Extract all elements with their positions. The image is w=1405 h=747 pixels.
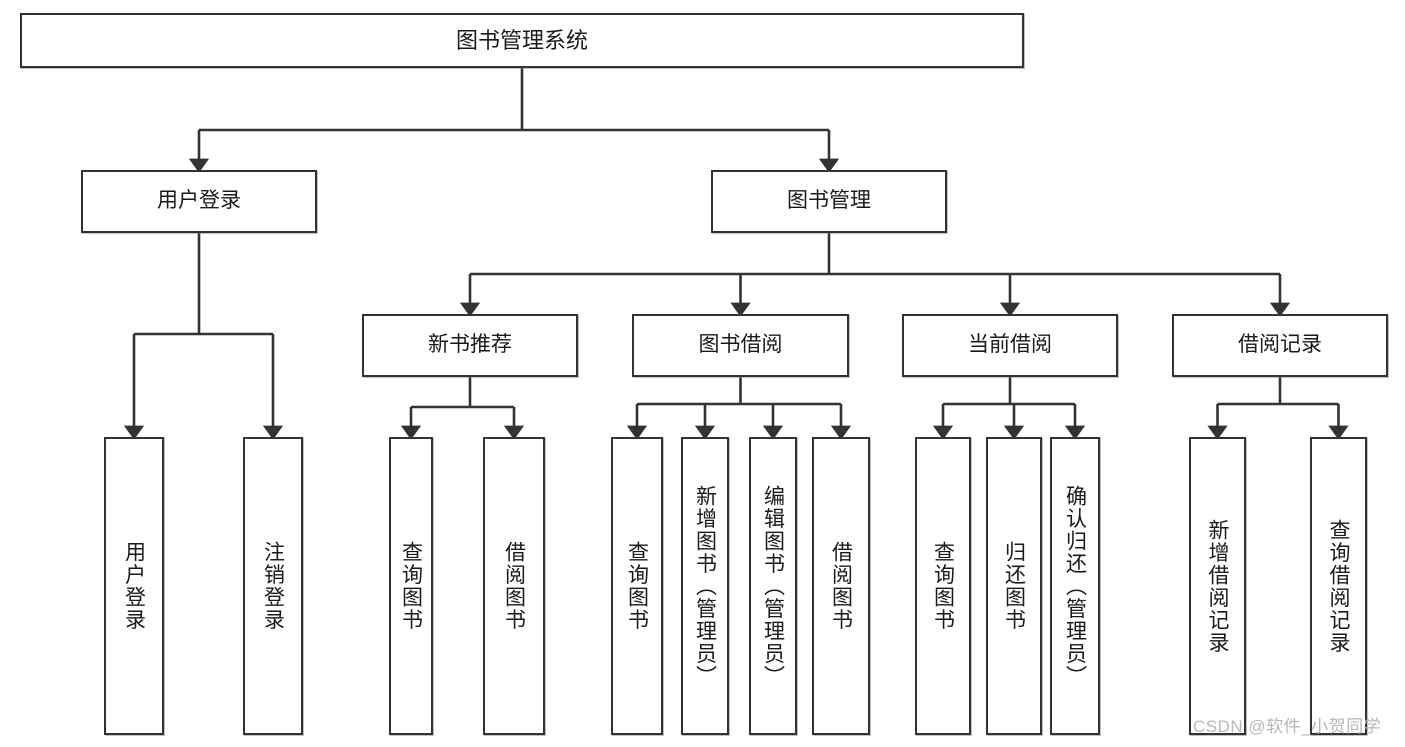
node-label: 借阅图书 [829, 541, 853, 631]
node-label: 查询借阅记录 [1327, 518, 1350, 654]
node-leaf-add-record[interactable]: 新增借阅记录 [1189, 437, 1246, 735]
node-label: 查询图书 [399, 541, 423, 631]
node-leaf-logout[interactable]: 注销登录 [243, 437, 303, 735]
node-bookmgmt[interactable]: 图书管理 [711, 170, 947, 233]
node-label: 用户登录 [122, 541, 146, 631]
node-label: 用户登录 [157, 189, 241, 213]
node-label: 归还图书 [1002, 541, 1026, 631]
node-label: 新增图书（管理员） [693, 484, 717, 688]
node-leaf-confirm[interactable]: 确认归还（管理员） [1050, 437, 1100, 735]
node-label: 图书管理系统 [455, 27, 588, 53]
node-leaf-query-3[interactable]: 查询图书 [915, 437, 971, 735]
node-label: 当前借阅 [968, 333, 1052, 357]
node-label: 新书推荐 [428, 333, 512, 357]
node-leaf-borrow-2[interactable]: 借阅图书 [812, 437, 870, 735]
node-label: 确认归还（管理员） [1063, 484, 1087, 688]
node-records[interactable]: 借阅记录 [1172, 314, 1388, 377]
node-leaf-query-1[interactable]: 查询图书 [389, 437, 433, 735]
node-label: 编辑图书（管理员） [761, 484, 785, 688]
connector-lines [123, 68, 1349, 440]
node-root[interactable]: 图书管理系统 [20, 13, 1024, 68]
node-login[interactable]: 用户登录 [81, 170, 317, 233]
node-label: 查询图书 [931, 541, 955, 631]
node-leaf-login[interactable]: 用户登录 [104, 437, 164, 735]
node-label: 借阅记录 [1238, 333, 1322, 357]
node-label: 注销登录 [261, 541, 285, 631]
node-label: 图书管理 [787, 189, 871, 213]
node-leaf-borrow-1[interactable]: 借阅图书 [483, 437, 545, 735]
node-newbook[interactable]: 新书推荐 [362, 314, 578, 377]
node-label: 图书借阅 [698, 333, 783, 357]
node-label: 查询图书 [625, 541, 649, 631]
node-label: 新增借阅记录 [1206, 518, 1229, 654]
node-leaf-add-book[interactable]: 新增图书（管理员） [681, 437, 729, 735]
node-label: 借阅图书 [502, 541, 526, 631]
node-current[interactable]: 当前借阅 [902, 314, 1118, 377]
node-leaf-query-2[interactable]: 查询图书 [611, 437, 663, 735]
node-borrow[interactable]: 图书借阅 [632, 314, 849, 377]
node-leaf-edit-book[interactable]: 编辑图书（管理员） [749, 437, 797, 735]
node-leaf-query-record[interactable]: 查询借阅记录 [1310, 437, 1367, 735]
node-leaf-return[interactable]: 归还图书 [986, 437, 1042, 735]
